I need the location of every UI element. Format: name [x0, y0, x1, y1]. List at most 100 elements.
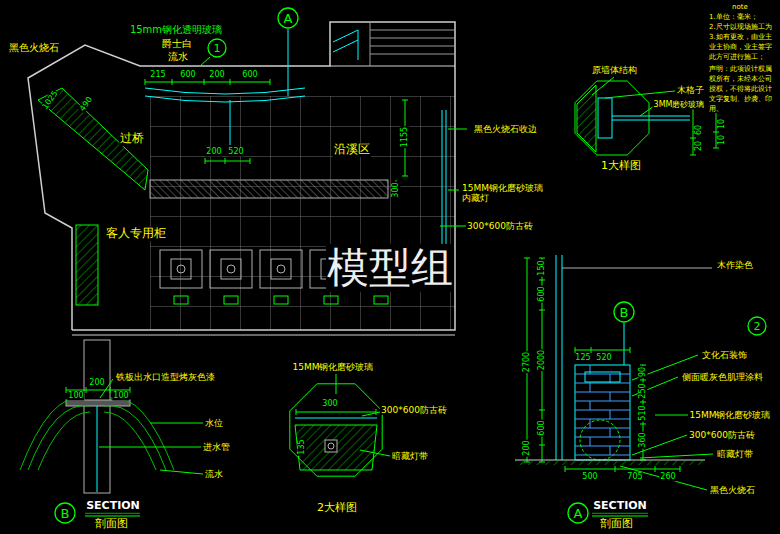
leader-line: [200, 57, 210, 66]
note-text: 2.尺寸以现场施工为: [708, 23, 773, 31]
dimension-line: [205, 158, 250, 164]
cabinet: [210, 250, 252, 288]
dimension: 260: [659, 472, 676, 481]
callout-letter: B: [61, 507, 70, 520]
floor-plan: [28, 22, 467, 335]
glass-line: [295, 418, 377, 419]
section-cut-line: [288, 29, 289, 96]
callout-letter: B: [620, 306, 629, 319]
callout-circle: [278, 8, 298, 28]
light-symbol: [174, 296, 188, 304]
callout-letter: A: [284, 12, 293, 25]
material-note: 爵士白: [161, 38, 193, 50]
dimension: 10: [717, 134, 726, 146]
callout-letter: 1: [214, 43, 221, 54]
glass-lines: [333, 30, 358, 60]
callout-circle: [568, 503, 588, 523]
material-note: 流水: [167, 51, 189, 63]
stone-column: [575, 365, 630, 460]
note-text: 1.单位：毫米；: [708, 13, 759, 21]
leader-line: [592, 77, 675, 116]
section-subtitle: 剖面图: [599, 518, 634, 531]
material-note: 木格子: [676, 85, 705, 95]
material-note: 暗藏灯带: [391, 451, 429, 461]
glass-line: [230, 100, 231, 145]
dimension: 510: [638, 404, 647, 421]
inlet-pipe: [97, 406, 98, 492]
wall: [556, 255, 562, 460]
note-text: 授权，不得将此设计: [708, 85, 773, 93]
light-symbol: [324, 296, 338, 304]
section-cut-line: [624, 323, 625, 365]
dimension: 200: [208, 70, 225, 79]
material-note: 流水: [204, 469, 224, 479]
column: [84, 340, 110, 493]
dimension: 360: [638, 431, 647, 448]
dimension: 490: [77, 94, 94, 113]
note-text: 声明：此项设计权属: [708, 65, 773, 73]
dimension-line: [575, 347, 630, 353]
material-note: 黑色火烧石: [709, 485, 756, 495]
dimension: 100: [67, 391, 84, 400]
callout-bubble: A: [277, 7, 299, 29]
callout-letter: A: [574, 507, 583, 520]
dimension: 135: [297, 438, 306, 455]
material-note: 15MM钢化磨砂玻璃 内藏灯: [461, 183, 555, 204]
water-channel: [145, 88, 305, 102]
basin: [585, 372, 620, 382]
material-note: 15mm钢化透明玻璃: [129, 24, 223, 36]
dimension: 705: [626, 472, 643, 481]
material-note: 进水管: [202, 442, 231, 452]
note-text: 3.如有更改，由业主: [708, 33, 773, 41]
drawing-title: 2大样图: [316, 502, 358, 515]
stone-band: [150, 180, 388, 198]
dimension: 500: [581, 472, 598, 481]
dimension: 300: [321, 399, 338, 408]
watermark: 模型组: [326, 244, 454, 292]
callout-bubble: B: [54, 502, 76, 524]
detail-2: [290, 374, 390, 476]
material-note: 暗藏灯带: [716, 449, 754, 459]
dimension: 200: [205, 147, 222, 156]
note-text: 此方可进行施工；: [708, 53, 766, 61]
dimension: 520: [595, 353, 612, 362]
leader-line: [440, 129, 467, 226]
callout-bubble: B: [613, 301, 635, 323]
cabinet: [277, 265, 285, 273]
dimension: 1025: [40, 88, 60, 112]
area-name: 客人专用柜: [105, 227, 167, 241]
dimension-line: [690, 108, 719, 155]
dimension: 250: [638, 382, 647, 399]
material-note: 15MM钢化磨砂玻璃: [689, 410, 772, 420]
cabinet: [260, 250, 302, 288]
section-subtitle: 剖面图: [94, 518, 129, 531]
light-symbol: [174, 296, 388, 304]
section-b: [20, 340, 203, 516]
title-underline: [592, 513, 648, 516]
dimension: 300: [391, 181, 400, 198]
detail-1: [575, 77, 719, 155]
dimension: 600: [241, 70, 258, 79]
light-symbol: [224, 296, 238, 304]
material-note: 15MM钢化磨砂玻璃: [292, 362, 375, 372]
note-text: 权所有，未经本公司: [708, 75, 773, 83]
dimension: 1155: [400, 126, 409, 148]
cabinet: [227, 265, 235, 273]
dimension: 200: [522, 439, 531, 456]
cabinet-strip: [76, 225, 98, 305]
dimension: 90: [638, 366, 647, 378]
material-note: 黑色火烧石: [8, 42, 60, 54]
dimension: 520: [227, 147, 244, 156]
material-note: 300*600防古砖: [688, 430, 756, 440]
callout-circle: [208, 39, 226, 57]
section-title: SECTION: [592, 500, 648, 513]
material-note: 木作染色: [716, 260, 754, 270]
material-note: 300*600防古砖: [466, 221, 534, 231]
dimension-line: [296, 409, 376, 415]
light-symbol: [374, 296, 388, 304]
dimension: 200: [88, 378, 105, 387]
material-note: 水位: [204, 418, 224, 428]
callout-circle: [748, 317, 766, 335]
floor-hatch: [515, 460, 705, 465]
